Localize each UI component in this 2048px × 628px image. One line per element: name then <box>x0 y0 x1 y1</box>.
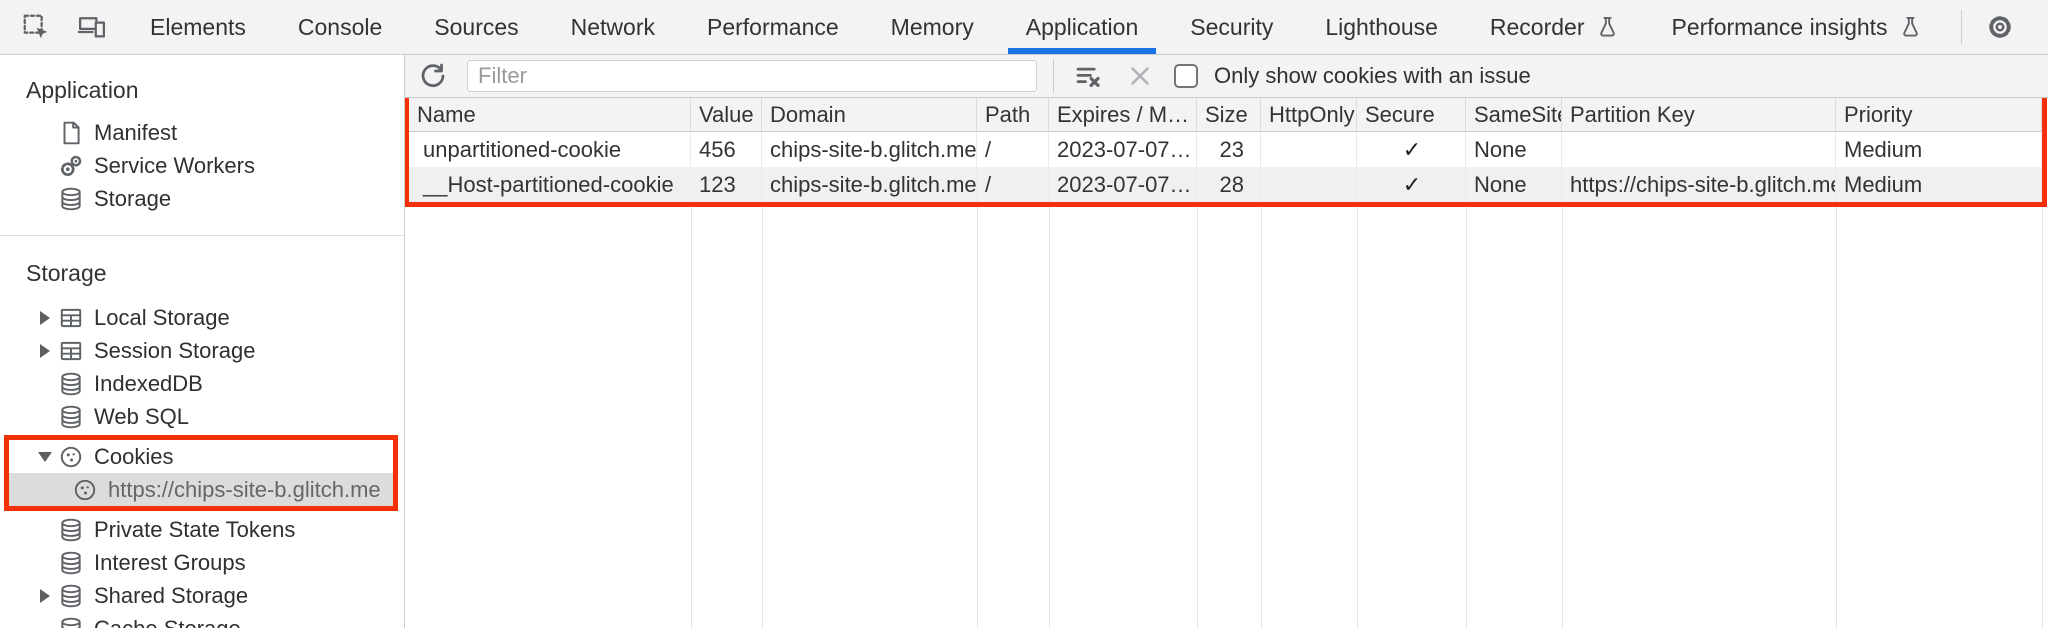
document-icon <box>58 120 84 146</box>
inspect-element-button[interactable] <box>18 9 54 45</box>
kebab-menu-icon <box>2042 13 2048 41</box>
tab-performance-insights[interactable]: Performance insights <box>1646 0 1949 54</box>
database-icon <box>58 186 84 212</box>
sidebar-item-service-workers[interactable]: Service Workers <box>0 149 404 182</box>
sidebar-item-manifest[interactable]: Manifest <box>0 116 404 149</box>
flask-icon <box>1898 15 1923 40</box>
issue-filter-label: Only show cookies with an issue <box>1214 63 1531 88</box>
grid-column-lines <box>405 98 2048 628</box>
flask-icon <box>1595 15 1620 40</box>
table-header-row: Name Value Domain Path Expires / M… Size… <box>409 98 2042 132</box>
clear-search-x-icon <box>1125 61 1155 91</box>
sidebar-item-cookie-origin[interactable]: https://chips-site-b.glitch.me <box>9 473 393 506</box>
column-header-httponly[interactable]: HttpOnly <box>1261 98 1357 132</box>
panel-tabs: Elements Console Sources Network Perform… <box>124 0 1949 54</box>
application-panel: Application Manifest Service Workers Sto… <box>0 55 2048 628</box>
sidebar-item-web-sql[interactable]: Web SQL <box>0 400 404 433</box>
clear-filter-button[interactable] <box>1070 58 1106 94</box>
section-title-storage: Storage <box>26 260 107 286</box>
inspect-icon <box>21 12 51 42</box>
database-icon <box>58 517 84 543</box>
application-sidebar: Application Manifest Service Workers Sto… <box>0 55 405 628</box>
tabbar-left-icons <box>0 0 124 54</box>
cookies-table: Name Value Domain Path Expires / M… Size… <box>409 98 2042 202</box>
divider <box>1053 59 1054 93</box>
column-header-domain[interactable]: Domain <box>762 98 977 132</box>
tab-network[interactable]: Network <box>570 13 655 40</box>
section-divider <box>0 235 404 236</box>
cookie-icon <box>58 444 84 470</box>
section-title-application: Application <box>26 77 139 103</box>
cookie-row-unpartitioned[interactable]: unpartitioned-cookie 456 chips-site-b.gl… <box>409 132 2042 167</box>
database-icon <box>58 583 84 609</box>
column-header-expires[interactable]: Expires / M… <box>1049 98 1197 132</box>
clear-filter-icon <box>1073 61 1103 91</box>
column-header-path[interactable]: Path <box>977 98 1049 132</box>
database-icon <box>58 616 84 628</box>
cookie-icon <box>72 477 98 503</box>
devtools-tabbar: Elements Console Sources Network Perform… <box>0 0 2048 55</box>
database-icon <box>58 404 84 430</box>
tab-sources[interactable]: Sources <box>434 13 519 40</box>
table-icon <box>58 305 84 331</box>
toggle-device-toolbar-button[interactable] <box>74 9 110 45</box>
column-header-partition-key[interactable]: Partition Key <box>1562 98 1836 132</box>
service-workers-icon <box>58 153 84 179</box>
tab-console[interactable]: Console <box>297 13 383 40</box>
tab-memory[interactable]: Memory <box>890 13 974 40</box>
tab-application[interactable]: Application <box>1000 0 1165 54</box>
refresh-button[interactable] <box>415 58 451 94</box>
column-header-secure[interactable]: Secure <box>1357 98 1466 132</box>
column-header-name[interactable]: Name <box>409 98 691 132</box>
cookie-row-host-partitioned[interactable]: __Host-partitioned-cookie 123 chips-site… <box>409 167 2042 202</box>
tab-performance[interactable]: Performance <box>707 13 839 40</box>
tab-lighthouse[interactable]: Lighthouse <box>1325 13 1438 40</box>
cookies-grid-area: Name Value Domain Path Expires / M… Size… <box>405 98 2048 628</box>
tab-recorder[interactable]: Recorder <box>1464 0 1646 54</box>
clear-search-button[interactable] <box>1122 58 1158 94</box>
filter-input[interactable] <box>467 60 1037 92</box>
database-icon <box>58 371 84 397</box>
issue-filter-checkbox[interactable] <box>1174 64 1198 88</box>
column-header-size[interactable]: Size <box>1197 98 1261 132</box>
sidebar-item-cache-storage[interactable]: Cache Storage <box>0 612 404 628</box>
secure-checkmark: ✓ <box>1357 167 1466 202</box>
table-icon <box>58 338 84 364</box>
highlight-box-cookies: Cookies https://chips-site-b.glitch.me <box>4 435 398 511</box>
sidebar-item-storage[interactable]: Storage <box>0 182 404 215</box>
cookies-view: Only show cookies with an issue <box>405 55 2048 628</box>
chevron-right-icon <box>40 310 50 325</box>
more-options-button[interactable] <box>2038 9 2048 45</box>
settings-button[interactable] <box>1982 9 2018 45</box>
chevron-right-icon <box>40 588 50 603</box>
tab-elements[interactable]: Elements <box>150 13 246 40</box>
refresh-icon <box>418 61 448 91</box>
column-header-priority[interactable]: Priority <box>1836 98 2042 132</box>
sidebar-item-indexeddb[interactable]: IndexedDB <box>0 367 404 400</box>
column-header-samesite[interactable]: SameSite <box>1466 98 1562 132</box>
column-header-value[interactable]: Value <box>691 98 762 132</box>
sidebar-item-cookies[interactable]: Cookies <box>9 440 393 473</box>
tab-security[interactable]: Security <box>1190 13 1274 40</box>
sidebar-item-session-storage[interactable]: Session Storage <box>0 334 404 367</box>
sidebar-item-private-state-tokens[interactable]: Private State Tokens <box>0 513 404 546</box>
secure-checkmark: ✓ <box>1357 132 1466 167</box>
chevron-right-icon <box>40 343 50 358</box>
chevron-down-icon <box>38 451 52 462</box>
sidebar-item-shared-storage[interactable]: Shared Storage <box>0 579 404 612</box>
sidebar-item-interest-groups[interactable]: Interest Groups <box>0 546 404 579</box>
divider <box>1960 10 1962 44</box>
gear-icon <box>1985 12 2015 42</box>
cookies-toolbar: Only show cookies with an issue <box>405 55 2048 98</box>
device-toolbar-icon <box>77 12 107 42</box>
tabbar-right-icons <box>1949 0 2048 54</box>
database-icon <box>58 550 84 576</box>
sidebar-item-local-storage[interactable]: Local Storage <box>0 301 404 334</box>
